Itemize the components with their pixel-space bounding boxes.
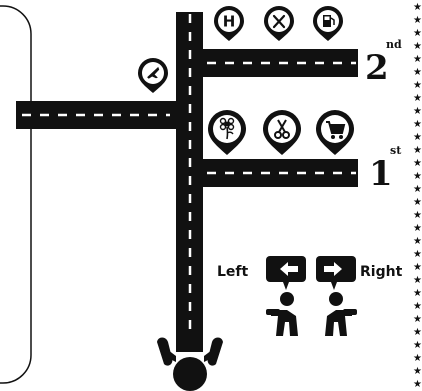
hospital-icon: H bbox=[223, 13, 236, 31]
border-star-icon: ★ bbox=[413, 80, 422, 91]
border-star-icon: ★ bbox=[413, 210, 422, 221]
border-star-icon: ★ bbox=[413, 132, 422, 143]
left-label: Left bbox=[217, 264, 249, 280]
border-star-icon: ★ bbox=[413, 223, 422, 234]
second-street-label: 2 nd bbox=[365, 38, 402, 88]
star-border: ★ ★ ★ ★ ★ ★ ★ ★ ★ ★ ★ ★ ★ ★ ★ ★ ★ ★ ★ ★ ★ ★ ★ ★ ★ ★ ★ ★ ★ ★ bbox=[413, 2, 422, 390]
left-panel-border bbox=[0, 6, 31, 383]
border-star-icon: ★ bbox=[413, 262, 422, 273]
right-label: Right bbox=[360, 264, 403, 280]
border-star-icon: ★ bbox=[413, 171, 422, 182]
border-star-icon: ★ bbox=[413, 67, 422, 78]
person-pointing-right-icon bbox=[325, 292, 357, 336]
direction-legend: Left Right bbox=[217, 256, 403, 336]
border-star-icon: ★ bbox=[413, 158, 422, 169]
border-star-icon: ★ bbox=[413, 2, 422, 13]
first-street-label: 1 st bbox=[369, 144, 402, 194]
border-star-icon: ★ bbox=[413, 197, 422, 208]
border-star-icon: ★ bbox=[413, 288, 422, 299]
border-star-icon: ★ bbox=[413, 106, 422, 117]
first-street-suffix: st bbox=[390, 144, 402, 157]
border-star-icon: ★ bbox=[413, 379, 422, 390]
border-star-icon: ★ bbox=[413, 327, 422, 338]
second-street-number: 2 bbox=[365, 48, 389, 88]
airport-pin bbox=[138, 58, 168, 93]
right-arrow-sign bbox=[316, 256, 356, 290]
border-star-icon: ★ bbox=[413, 41, 422, 52]
border-star-icon: ★ bbox=[413, 249, 422, 260]
flower-shop-pin bbox=[208, 110, 246, 155]
border-star-icon: ★ bbox=[413, 119, 422, 130]
border-star-icon: ★ bbox=[413, 275, 422, 286]
hospital-pin: H bbox=[214, 6, 244, 41]
roads bbox=[16, 12, 358, 352]
border-star-icon: ★ bbox=[413, 353, 422, 364]
person-pointing-left-icon bbox=[266, 292, 298, 336]
second-street-suffix: nd bbox=[386, 38, 402, 51]
border-star-icon: ★ bbox=[413, 184, 422, 195]
left-arrow-sign bbox=[266, 256, 306, 290]
border-star-icon: ★ bbox=[413, 236, 422, 247]
border-star-icon: ★ bbox=[413, 93, 422, 104]
border-star-icon: ★ bbox=[413, 340, 422, 351]
restaurant-pin bbox=[264, 6, 294, 41]
border-star-icon: ★ bbox=[413, 28, 422, 39]
border-star-icon: ★ bbox=[413, 314, 422, 325]
border-star-icon: ★ bbox=[413, 366, 422, 377]
border-star-icon: ★ bbox=[413, 15, 422, 26]
barber-pin bbox=[263, 110, 301, 155]
gas-station-pin bbox=[313, 6, 343, 41]
shopping-cart-pin bbox=[316, 110, 354, 155]
border-star-icon: ★ bbox=[413, 54, 422, 65]
first-street-number: 1 bbox=[369, 154, 393, 194]
border-star-icon: ★ bbox=[413, 145, 422, 156]
border-star-icon: ★ bbox=[413, 301, 422, 312]
